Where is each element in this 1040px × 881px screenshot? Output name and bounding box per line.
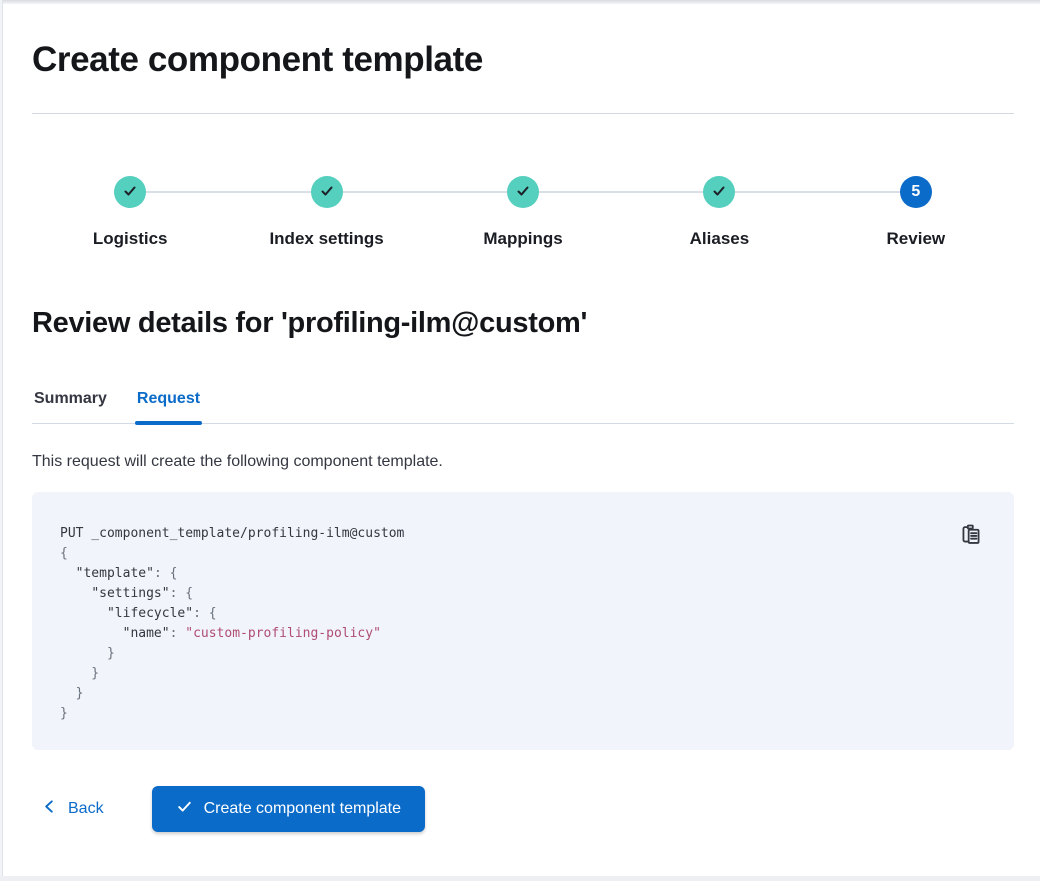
check-icon (176, 798, 193, 820)
step-complete-circle (703, 176, 736, 208)
window-bottom-edge (0, 876, 1040, 881)
step-label: Review (886, 229, 946, 248)
check-icon (711, 183, 727, 202)
window-left-edge (0, 0, 3, 881)
check-icon (319, 183, 335, 202)
page-title: Create component template (32, 40, 483, 79)
window-top-edge (0, 0, 1040, 4)
step-aliases[interactable]: Aliases (621, 176, 817, 250)
check-icon (122, 183, 138, 202)
step-index-settings[interactable]: Index settings (228, 176, 424, 250)
create-component-template-page: Create component template Logistics Inde… (4, 4, 1040, 876)
step-label: Mappings (483, 229, 563, 248)
step-complete-circle (507, 176, 540, 208)
check-icon (515, 183, 531, 202)
step-label: Aliases (689, 229, 750, 248)
request-code: PUT _component_template/profiling-ilm@cu… (60, 526, 405, 721)
step-label: Logistics (92, 229, 168, 248)
step-logistics[interactable]: Logistics (32, 176, 228, 250)
create-component-template-button[interactable]: Create component template (151, 786, 426, 832)
request-description: This request will create the following c… (32, 453, 443, 470)
request-code-panel: PUT _component_template/profiling-ilm@cu… (32, 492, 1014, 750)
step-complete-circle (310, 176, 343, 208)
review-heading: Review details for 'profiling-ilm@custom… (32, 307, 588, 339)
tab-request[interactable]: Request (134, 388, 203, 425)
tab-summary[interactable]: Summary (32, 388, 109, 423)
back-button-label: Back (68, 800, 104, 817)
step-label: Index settings (269, 229, 384, 248)
chevron-left-icon (42, 799, 57, 819)
copy-clipboard-icon (960, 523, 982, 548)
step-current-circle: 5 (899, 176, 932, 208)
step-number: 5 (911, 183, 921, 200)
back-button[interactable]: Back (32, 799, 112, 819)
footer-actions: Back Create component template (32, 786, 1014, 832)
tabs: Summary Request (32, 388, 1014, 425)
step-mappings[interactable]: Mappings (425, 176, 621, 250)
title-divider (32, 113, 1014, 114)
step-complete-circle (114, 176, 147, 208)
stepper: Logistics Index settings Mappings (32, 176, 1014, 250)
step-review[interactable]: 5 Review (818, 176, 1014, 250)
submit-button-label: Create component template (203, 800, 402, 817)
copy-button[interactable] (958, 522, 984, 548)
